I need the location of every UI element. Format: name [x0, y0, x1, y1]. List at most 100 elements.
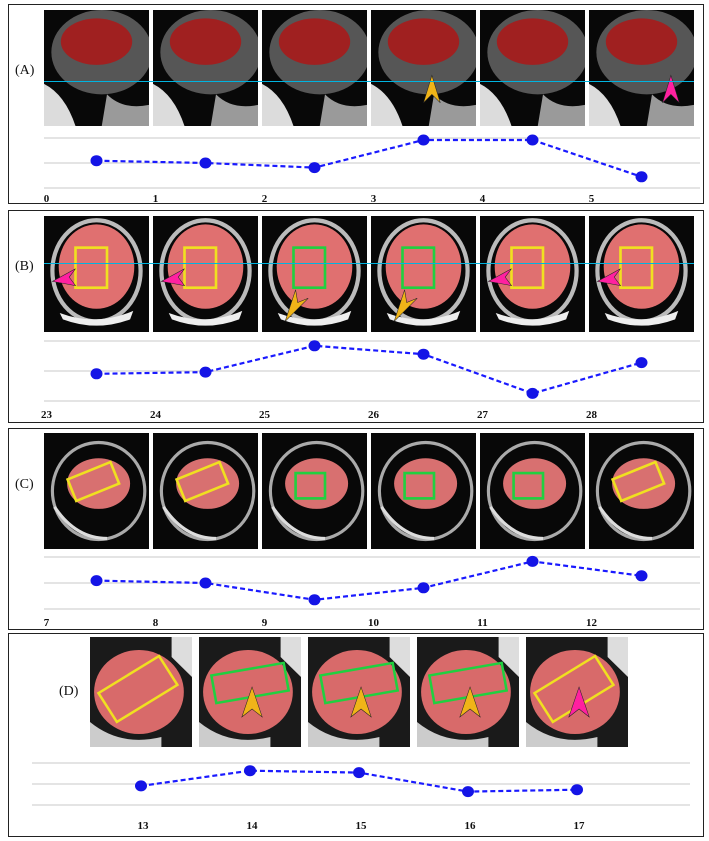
roi-box: [610, 460, 666, 503]
data-point: [635, 357, 648, 369]
data-point: [571, 784, 583, 796]
data-point: [417, 582, 430, 594]
arrow-marker: [568, 686, 590, 718]
mri-frame-svg: [153, 433, 258, 549]
roi-box: [619, 246, 654, 290]
mri-frame-image: [308, 637, 410, 747]
data-point: [90, 575, 103, 587]
mri-frame-svg: [153, 216, 258, 332]
mri-frame-svg: [44, 216, 149, 332]
data-point: [526, 387, 539, 399]
roi-box: [183, 246, 218, 290]
frame-number: 0: [43, 193, 50, 205]
mri-frame-image: [153, 10, 258, 126]
mri-frame-svg: [589, 216, 694, 332]
frame-number: 4: [479, 193, 486, 205]
series-line: [96, 560, 642, 601]
data-point: [353, 767, 365, 779]
roi-box: [65, 460, 121, 503]
mri-frame-image: [371, 216, 476, 332]
mri-frame-svg: [199, 637, 301, 747]
data-point: [308, 340, 321, 352]
frame-number: 27: [477, 409, 488, 421]
frame-number: 8: [152, 617, 159, 629]
mri-frame-image: [262, 10, 367, 126]
panel-label: (A): [15, 63, 35, 78]
data-point: [462, 786, 474, 798]
motion-plot-svg: [44, 555, 700, 610]
data-point: [308, 162, 321, 174]
frame-number: 5: [588, 193, 595, 205]
data-point: [635, 171, 648, 183]
mri-frame-image: [371, 433, 476, 549]
mri-frame-image: [90, 637, 192, 747]
frame-number: 11: [477, 617, 488, 629]
mri-frame-svg: [480, 216, 585, 332]
motion-plot: [44, 553, 700, 613]
series-line: [96, 138, 642, 178]
frame-number: 7: [43, 617, 50, 629]
frame-number: 15: [355, 820, 367, 832]
data-point: [90, 155, 103, 167]
data-point: [308, 594, 321, 606]
mri-frame-image: [262, 216, 367, 332]
mri-frame-image: [589, 10, 694, 126]
mri-frame-svg: [44, 433, 149, 549]
arrow-marker: [459, 686, 481, 718]
roi-box: [403, 471, 436, 500]
arrow-marker: [393, 289, 418, 322]
scan-line: [44, 81, 694, 82]
data-point: [199, 366, 212, 378]
motion-plot-svg: [32, 762, 690, 806]
data-point: [526, 555, 539, 567]
frame-number: 14: [246, 820, 258, 832]
data-point: [244, 765, 256, 777]
mri-frame-image: [589, 216, 694, 332]
roi-box: [74, 246, 109, 290]
mri-frame-svg: [44, 10, 149, 126]
data-point: [90, 368, 103, 380]
arrow-marker: [51, 268, 77, 286]
scan-line: [44, 263, 694, 264]
mri-frame-image: [417, 637, 519, 747]
mri-frame-image: [589, 433, 694, 549]
mri-frame-svg: [308, 637, 410, 747]
frame-number: 9: [261, 617, 268, 629]
roi-box: [174, 460, 230, 503]
motion-plot: [44, 337, 700, 405]
mri-frame-svg: [371, 10, 476, 126]
mri-frame-svg: [589, 433, 694, 549]
data-point: [199, 577, 212, 589]
mri-frame-svg: [526, 637, 628, 747]
mri-frame-svg: [371, 216, 476, 332]
mri-frame-image: [153, 216, 258, 332]
arrow-marker: [487, 268, 513, 286]
frame-number: 25: [259, 409, 270, 421]
roi-box: [96, 654, 180, 724]
frame-number: 12: [586, 617, 597, 629]
frame-number: 2: [261, 193, 268, 205]
mri-frame-svg: [262, 216, 367, 332]
mri-frame-image: [480, 216, 585, 332]
data-point: [526, 134, 539, 146]
frame-number: 1: [152, 193, 159, 205]
frame-number: 13: [137, 820, 149, 832]
mri-frame-image: [44, 433, 149, 549]
data-point: [417, 134, 430, 146]
frame-number: 23: [41, 409, 52, 421]
mri-frame-svg: [589, 10, 694, 126]
data-point: [417, 348, 430, 360]
mri-frame-image: [153, 433, 258, 549]
data-point: [199, 157, 212, 169]
motion-plot: [32, 759, 690, 809]
frame-number: 3: [370, 193, 377, 205]
arrow-marker: [284, 289, 309, 322]
mri-frame-image: [262, 433, 367, 549]
mri-frame-svg: [371, 433, 476, 549]
data-point: [635, 570, 648, 582]
frame-number: 26: [368, 409, 379, 421]
frame-number: 17: [573, 820, 585, 832]
motion-plot-svg: [44, 134, 700, 189]
mri-frame-image: [480, 433, 585, 549]
arrow-marker: [662, 74, 680, 103]
